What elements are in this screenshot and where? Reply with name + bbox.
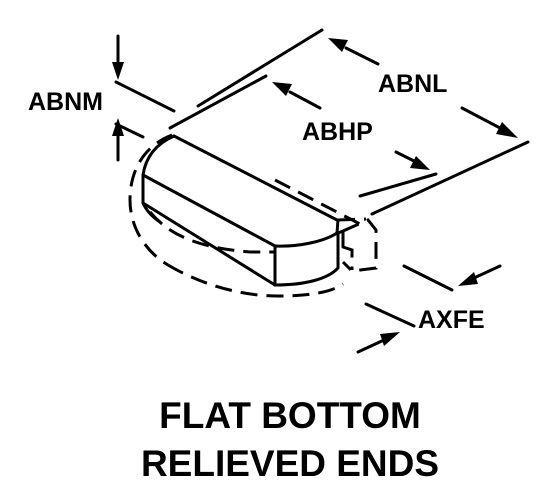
abnl-leader-bottom [460,106,502,130]
relief-left-outline [128,133,173,267]
abhp-ext-left [168,74,268,130]
abnl-leader-top [344,46,380,66]
label-axfe: AXFE [418,306,485,334]
abhp-leader-bottom [394,150,418,164]
label-abnm: ABNM [28,88,103,116]
abhp-ext-right [358,172,438,198]
axfe-arrow-head-top [458,272,478,286]
abnm-ext-top [114,80,176,113]
abhp-arrow-head-top [272,82,292,96]
axfe-ext-bottom [364,302,416,328]
abnm-arrow-head-top [112,62,124,80]
axfe-arrow-line-bottom [356,338,386,354]
dimension-lines [112,28,530,354]
axfe-arrow-line-top [472,264,502,280]
relief-bottom-curve [167,263,344,298]
label-abnl: ABNL [378,70,447,98]
relief-left-lower [148,211,275,254]
abnl-ext-right [370,140,530,216]
hidden-top-edge [274,178,361,226]
caption-line-1: FLAT BOTTOM [159,395,421,436]
caption-line-2: RELIEVED ENDS [141,443,439,484]
abhp-leader-top [288,90,322,110]
abhp-arrow-head-bottom [410,156,430,170]
axfe-ext-top [402,264,454,292]
key-body [141,134,345,287]
abnl-ext-left [196,28,324,108]
axfe-arrow-head-bottom [380,332,400,346]
abnl-arrow-head-top [328,38,348,52]
relief-right-inner [342,245,354,270]
relief-right-box [341,218,378,273]
abnm-arrow-head-bottom [112,118,124,136]
label-abhp: ABHP [302,118,373,146]
relief-right-top [337,217,367,222]
abnl-arrow-head-bottom [496,122,518,138]
relief-dashed-lines [128,133,378,298]
